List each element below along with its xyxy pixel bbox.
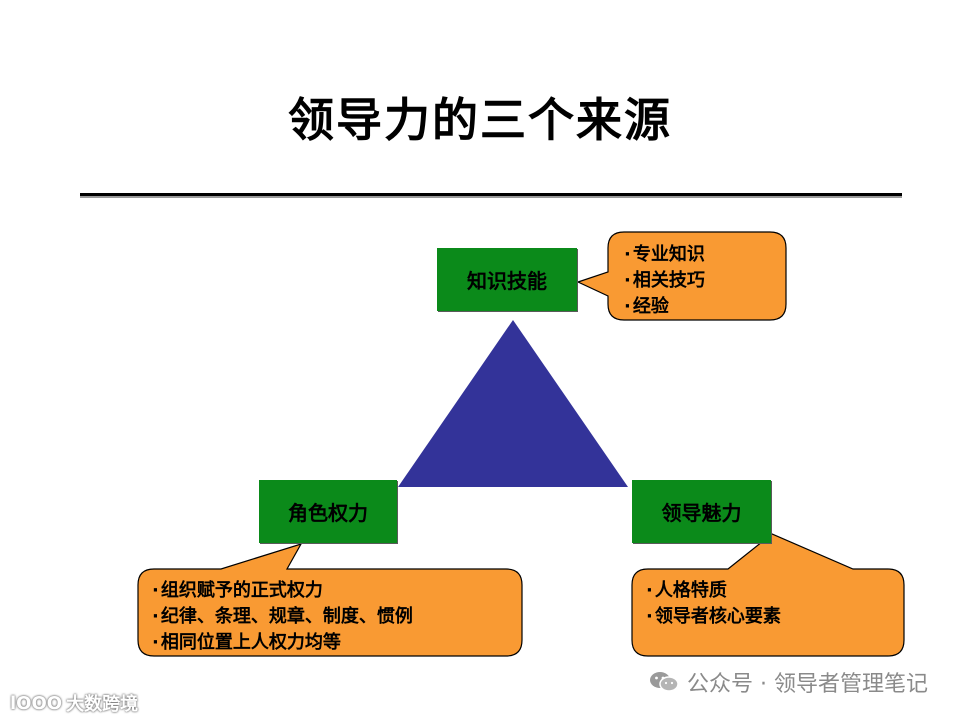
node-role-power: 角色权力: [259, 480, 397, 543]
node-knowledge-skills-label: 知识技能: [467, 269, 547, 293]
node-leadership-charisma-label: 领导魅力: [661, 501, 742, 525]
callout-right-item: 人格特质: [646, 578, 781, 604]
callout-right-item: 领导者核心要素: [646, 604, 781, 630]
node-leadership-charisma: 领导魅力: [632, 480, 771, 543]
callout-top-item: 专业知识: [624, 242, 705, 268]
callout-left-item: 相同位置上人权力均等: [152, 630, 413, 656]
footer-source: 公众号 · 领导者管理笔记: [649, 666, 928, 698]
watermark-text: 大数跨境: [66, 694, 139, 715]
node-role-power-label: 角色权力: [288, 501, 368, 525]
wechat-icon: [649, 670, 679, 694]
triangle-shape: [398, 320, 628, 487]
node-knowledge-skills: 知识技能: [437, 248, 577, 311]
callout-top-item: 经验: [624, 294, 705, 320]
page-title: 领导力的三个来源: [288, 93, 672, 147]
callout-left-item: 组织赋予的正式权力: [152, 578, 413, 604]
callout-left: 组织赋予的正式权力 纪律、条理、规章、制度、惯例 相同位置上人权力均等: [140, 572, 425, 662]
watermark-logo: lOOO: [10, 692, 63, 714]
callout-left-item: 纪律、条理、规章、制度、惯例: [152, 604, 413, 630]
callout-top-item: 相关技巧: [624, 268, 705, 294]
footer-source-text: 公众号 · 领导者管理笔记: [687, 672, 928, 697]
callout-top: 专业知识 相关技巧 经验: [612, 236, 717, 326]
callout-right: 人格特质 领导者核心要素: [634, 572, 793, 636]
title-divider: [80, 193, 902, 198]
watermark: lOOO 大数跨境: [10, 690, 138, 716]
